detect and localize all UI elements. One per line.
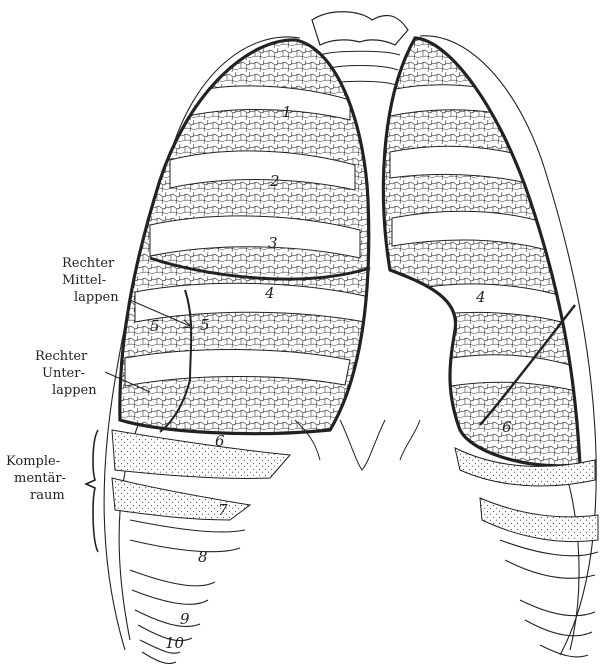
unter-line-3: lappen [52, 383, 97, 398]
rib-3-number: 3 [268, 234, 278, 252]
rib-7-number: 7 [218, 501, 228, 519]
komp-brace [86, 430, 98, 552]
rib-5b-number: 5 [200, 316, 210, 334]
mittel-line-1: Rechter [62, 256, 115, 271]
label-komplementaerraum: Komple- mentär- raum [6, 430, 98, 552]
mittel-line-3: lappen [74, 290, 119, 305]
lower-ribs-left [500, 540, 598, 657]
unter-line-2: Unter- [42, 366, 85, 381]
komp-line-2: mentär- [14, 471, 66, 486]
left-rib-6-number: 6 [502, 418, 512, 436]
komp-line-3: raum [30, 488, 65, 503]
rib-2-number: 2 [269, 172, 280, 190]
rib-1-number: 1 [282, 103, 292, 121]
rib-8-number: 8 [198, 548, 208, 566]
rib-5-number: 5 [150, 317, 160, 335]
left-lung [383, 38, 580, 466]
komp-line-1: Komple- [6, 454, 60, 469]
rib-4-number: 4 [264, 284, 275, 302]
mittel-line-2: Mittel- [62, 273, 106, 288]
rib-6-number: 6 [215, 432, 225, 450]
rib-10-number: 10 [165, 634, 185, 652]
left-rib-4-number: 4 [475, 288, 486, 306]
lower-ribs-right [130, 520, 245, 664]
unter-line-1: Rechter [35, 349, 88, 364]
rib-9-number: 9 [180, 610, 190, 628]
right-lung [120, 40, 370, 434]
